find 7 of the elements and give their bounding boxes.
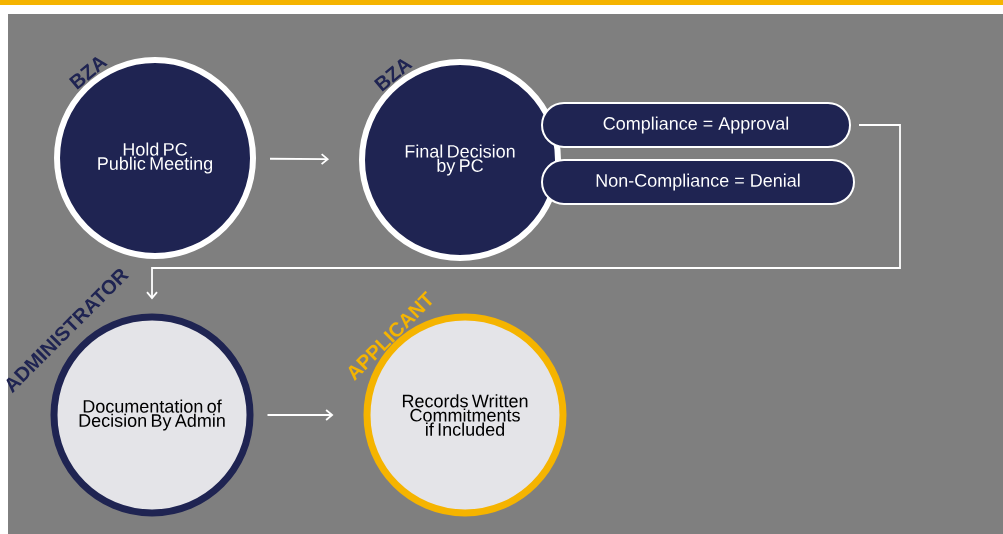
option-pill: Compliance = Approval — [541, 102, 851, 148]
option-pill: Non-Compliance = Denial — [541, 159, 855, 205]
arrow — [269, 153, 329, 165]
arrow — [266, 409, 334, 421]
arrow — [146, 124, 901, 300]
role-heading: BZA — [373, 59, 413, 92]
role-heading: BZA — [68, 57, 108, 90]
